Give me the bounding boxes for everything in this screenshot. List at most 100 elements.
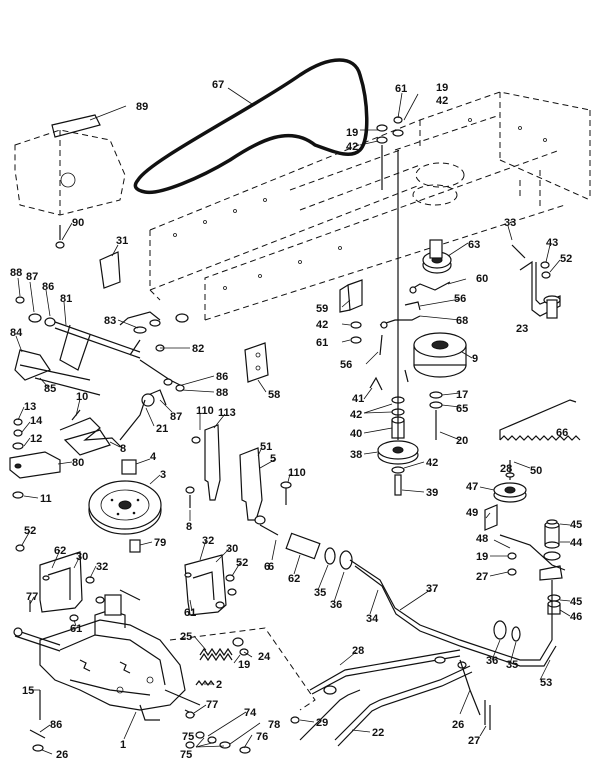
- part-label: 25: [180, 631, 192, 643]
- part-label: 24: [258, 651, 271, 663]
- part-label: 61: [70, 623, 82, 635]
- part-label: 87: [170, 411, 182, 423]
- part-label: 46: [570, 611, 582, 623]
- part-label: 3: [160, 469, 166, 481]
- part-label: 5: [270, 453, 276, 465]
- part-label: 86: [42, 281, 54, 293]
- part-label: 27: [468, 735, 480, 747]
- part-label: 63: [468, 239, 480, 251]
- part-label: 40: [350, 428, 362, 440]
- part-label: 38: [350, 449, 362, 461]
- part-label: 42: [346, 141, 358, 153]
- part-label: 86: [50, 719, 62, 731]
- part-label: 82: [192, 343, 204, 355]
- part-label: 85: [44, 383, 56, 395]
- part-label: 62: [54, 545, 66, 557]
- shift-rods: [299, 649, 491, 747]
- part-label: 19: [238, 659, 250, 671]
- lower-left-brackets: [15, 544, 237, 622]
- part-label: 59: [316, 303, 328, 315]
- part-label: 6: [264, 561, 270, 573]
- part-label: 12: [30, 433, 42, 445]
- chassis-frame: [149, 91, 591, 321]
- bracket-parts: [339, 279, 451, 391]
- part-label: 75: [180, 749, 192, 761]
- part-label: 1: [120, 739, 126, 751]
- part-label: 77: [26, 591, 38, 603]
- misc-parts: [55, 225, 269, 749]
- part-label: 52: [24, 525, 36, 537]
- part-label: 26: [452, 719, 464, 731]
- part-label: 47: [466, 481, 478, 493]
- part-label: 9: [472, 353, 478, 365]
- drive-belt: [133, 58, 369, 195]
- part-label: 110: [288, 467, 306, 479]
- part-label: 43: [546, 237, 558, 249]
- part-label: 36: [330, 599, 342, 611]
- part-label: 87: [26, 271, 38, 283]
- part-label: 88: [216, 387, 228, 399]
- part-label: 56: [340, 359, 352, 371]
- part-label: 30: [226, 543, 238, 555]
- part-label: 113: [218, 407, 236, 419]
- part-label: 10: [76, 391, 88, 403]
- part-label: 53: [540, 677, 552, 689]
- part-label: 28: [500, 463, 512, 475]
- part-label: 86: [216, 371, 228, 383]
- part-label: 52: [560, 253, 572, 265]
- part-label: 11: [40, 493, 52, 505]
- part-label: 110: [196, 405, 214, 417]
- part-label: 41: [352, 393, 364, 405]
- part-label: 19: [346, 127, 358, 139]
- part-label: 32: [202, 535, 214, 547]
- part-label: 67: [212, 79, 224, 91]
- part-label: 60: [476, 273, 488, 285]
- part-label: 15: [22, 685, 34, 697]
- part-label: 51: [260, 441, 272, 453]
- part-label: 36: [486, 655, 498, 667]
- transaxle: [13, 594, 201, 721]
- part-label: 84: [10, 327, 23, 339]
- part-label: 44: [570, 537, 583, 549]
- part-label: 39: [426, 487, 438, 499]
- part-label: 19: [476, 551, 488, 563]
- part-label: 62: [288, 573, 300, 585]
- center-parts: [88, 424, 292, 553]
- part-label: 49: [466, 507, 478, 519]
- part-label: 68: [456, 315, 468, 327]
- part-label: 29: [316, 717, 328, 729]
- part-label: 33: [504, 217, 516, 229]
- part-label: 52: [236, 557, 248, 569]
- part-label: 66: [556, 427, 568, 439]
- part-label: 77: [206, 699, 218, 711]
- part-label: 8: [120, 443, 126, 455]
- part-label: 58: [268, 389, 280, 401]
- part-label: 8: [186, 521, 192, 533]
- part-label: 89: [136, 101, 148, 113]
- part-label: 61: [316, 337, 328, 349]
- part-label: 30: [76, 551, 88, 563]
- part-label: 45: [570, 596, 582, 608]
- part-label: 35: [314, 587, 326, 599]
- part-label: 14: [30, 415, 43, 427]
- part-label: 35: [506, 659, 518, 671]
- part-label: 78: [268, 719, 280, 731]
- part-label: 13: [24, 401, 36, 413]
- part-label: 56: [454, 293, 466, 305]
- part-label: 65: [456, 403, 468, 415]
- part-number-labels: 89 67 61 19 42 19 42 63 33 43 52 23 60 5…: [10, 79, 583, 761]
- part-label: 17: [456, 389, 468, 401]
- part-label: 34: [366, 613, 379, 625]
- part-label: 88: [10, 267, 22, 279]
- right-parts: [484, 244, 581, 640]
- part-label: 42: [316, 319, 328, 331]
- part-label: 22: [372, 727, 384, 739]
- part-label: 23: [516, 323, 528, 335]
- part-label: 42: [350, 409, 362, 421]
- part-label: 37: [426, 583, 438, 595]
- part-label: 45: [570, 519, 582, 531]
- part-label: 20: [456, 435, 468, 447]
- brake-parts: [9, 399, 146, 499]
- part-label: 42: [426, 457, 438, 469]
